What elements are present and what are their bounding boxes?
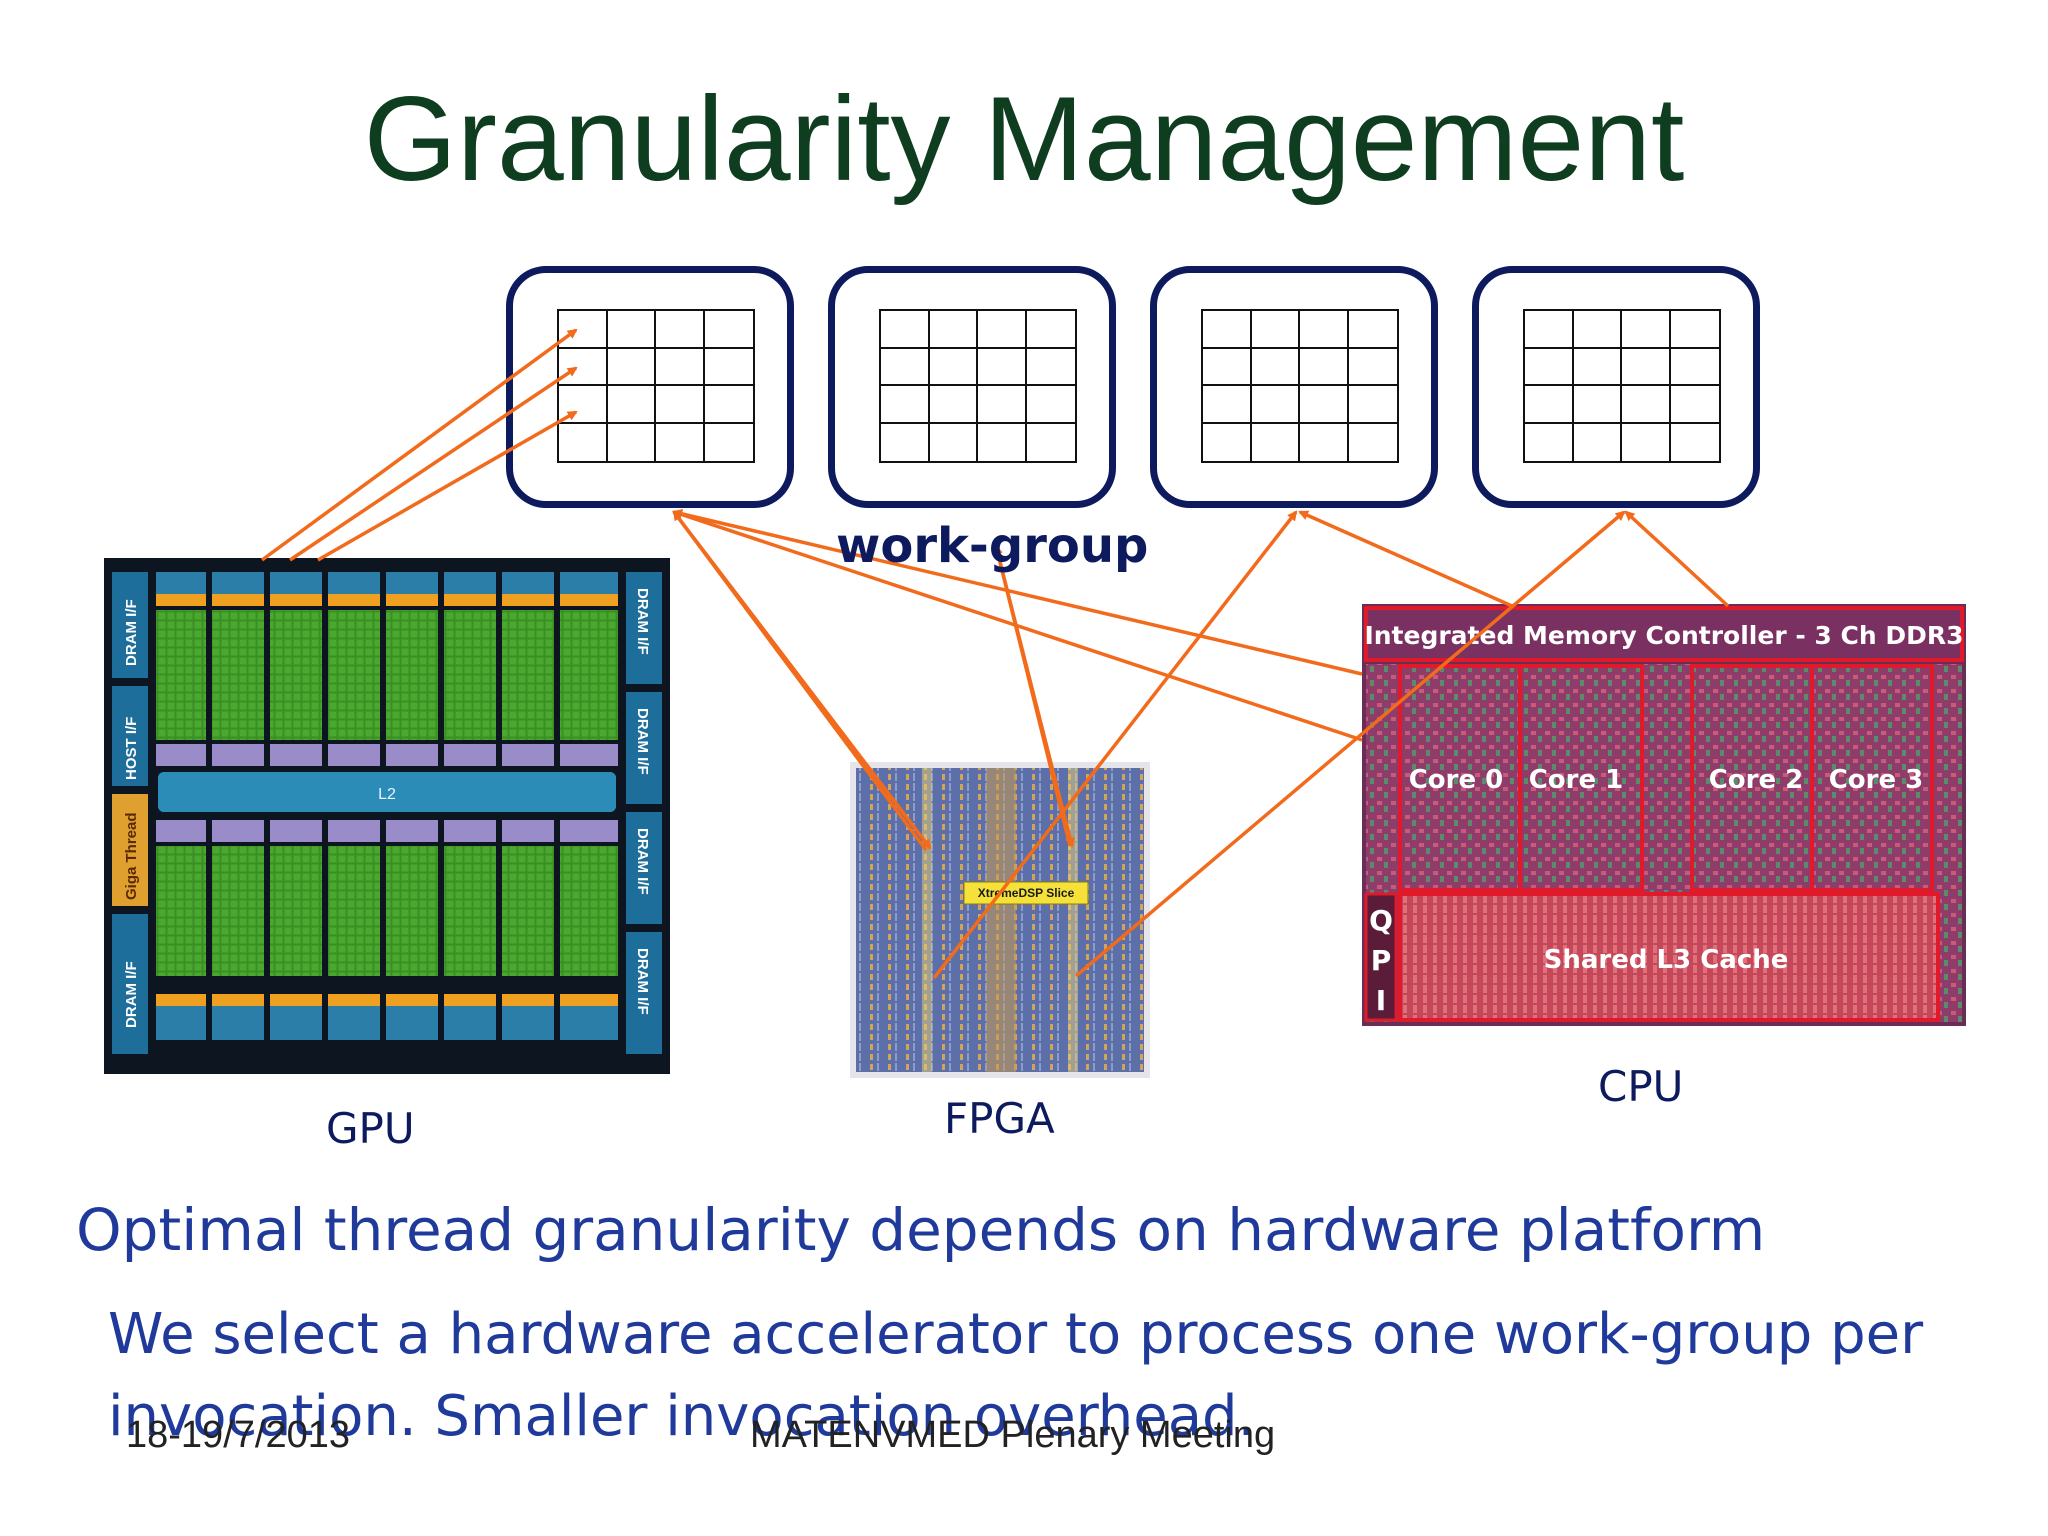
gpu-dram-if-label: DRAM I/F	[634, 588, 651, 655]
cpu-qpi-label: Q	[1369, 904, 1393, 937]
gpu-l2-label: L2	[378, 786, 396, 803]
cpu-die-image: Integrated Memory Controller - 3 Ch DDR3…	[1362, 604, 1966, 1026]
fpga-die-image: XtremeDSP Slice	[850, 762, 1150, 1078]
slide-title: Granularity Management	[363, 72, 1685, 206]
gpu-dram-if-label: DRAM I/F	[123, 599, 140, 666]
work-group-label: work-group	[836, 518, 1149, 574]
arrow-gpu-item-3	[317, 410, 578, 562]
gpu-dram-if-label: DRAM I/F	[123, 961, 140, 1028]
work-group-box-2	[828, 266, 1116, 508]
fpga-label: FPGA	[944, 1094, 1055, 1143]
cpu-qpi-label: P	[1371, 944, 1392, 977]
body-text-line-2: We select a hardware accelerator to proc…	[108, 1302, 1924, 1367]
arrow-cpu-wg1b	[672, 509, 1363, 742]
cpu-qpi-label: I	[1376, 984, 1386, 1017]
work-item-grid	[1523, 309, 1721, 463]
cpu-core3-label: Core 3	[1829, 765, 1924, 795]
body-text-line-1: Optimal thread granularity depends on ha…	[76, 1196, 1766, 1264]
footer-event: MATENVMED Plenary Meeting	[750, 1414, 1276, 1456]
work-item-grid	[557, 309, 755, 463]
gpu-dram-if-label: DRAM I/F	[634, 828, 651, 895]
cpu-label: CPU	[1598, 1062, 1684, 1111]
arrow-gpu-item-2	[289, 366, 578, 562]
arrow-cpu-wg3	[1298, 510, 1513, 608]
arrow-fpga-wg4	[1074, 510, 1626, 978]
work-item-grid	[1201, 309, 1399, 463]
work-item-grid	[879, 309, 1077, 463]
arrow-wg2-fpga	[994, 545, 1075, 848]
arrow-cpu-wg4	[1624, 510, 1730, 608]
work-group-box-1	[506, 266, 794, 508]
arrow-gpu-item-1	[260, 328, 578, 562]
cpu-core0-label: Core 0	[1409, 765, 1504, 795]
arrow-cpu-wg1	[672, 508, 1363, 676]
arrow-fpga-wg3	[932, 510, 1298, 980]
gpu-dram-if-label: DRAM I/F	[634, 708, 651, 775]
gpu-host-if-label: HOST I/F	[123, 717, 140, 780]
cpu-l3-label: Shared L3 Cache	[1544, 945, 1789, 975]
gpu-giga-thread-label: Giga Thread	[123, 812, 140, 900]
gpu-dram-if-label: DRAM I/F	[634, 948, 651, 1015]
body-text-line-3: invocation. Smaller invocation overhead.	[108, 1384, 1256, 1449]
cpu-core1-label: Core 1	[1529, 765, 1624, 795]
arrow-wg1-fpga	[672, 510, 932, 850]
gpu-die-image: L2 DRAM I/F HOST I/F Giga Thread DRAM I/…	[104, 558, 670, 1074]
gpu-label: GPU	[326, 1104, 415, 1153]
footer-date: 18-19/7/2013	[126, 1414, 350, 1456]
work-group-box-4	[1472, 266, 1760, 508]
cpu-core2-label: Core 2	[1709, 765, 1804, 795]
work-group-box-3	[1150, 266, 1438, 508]
